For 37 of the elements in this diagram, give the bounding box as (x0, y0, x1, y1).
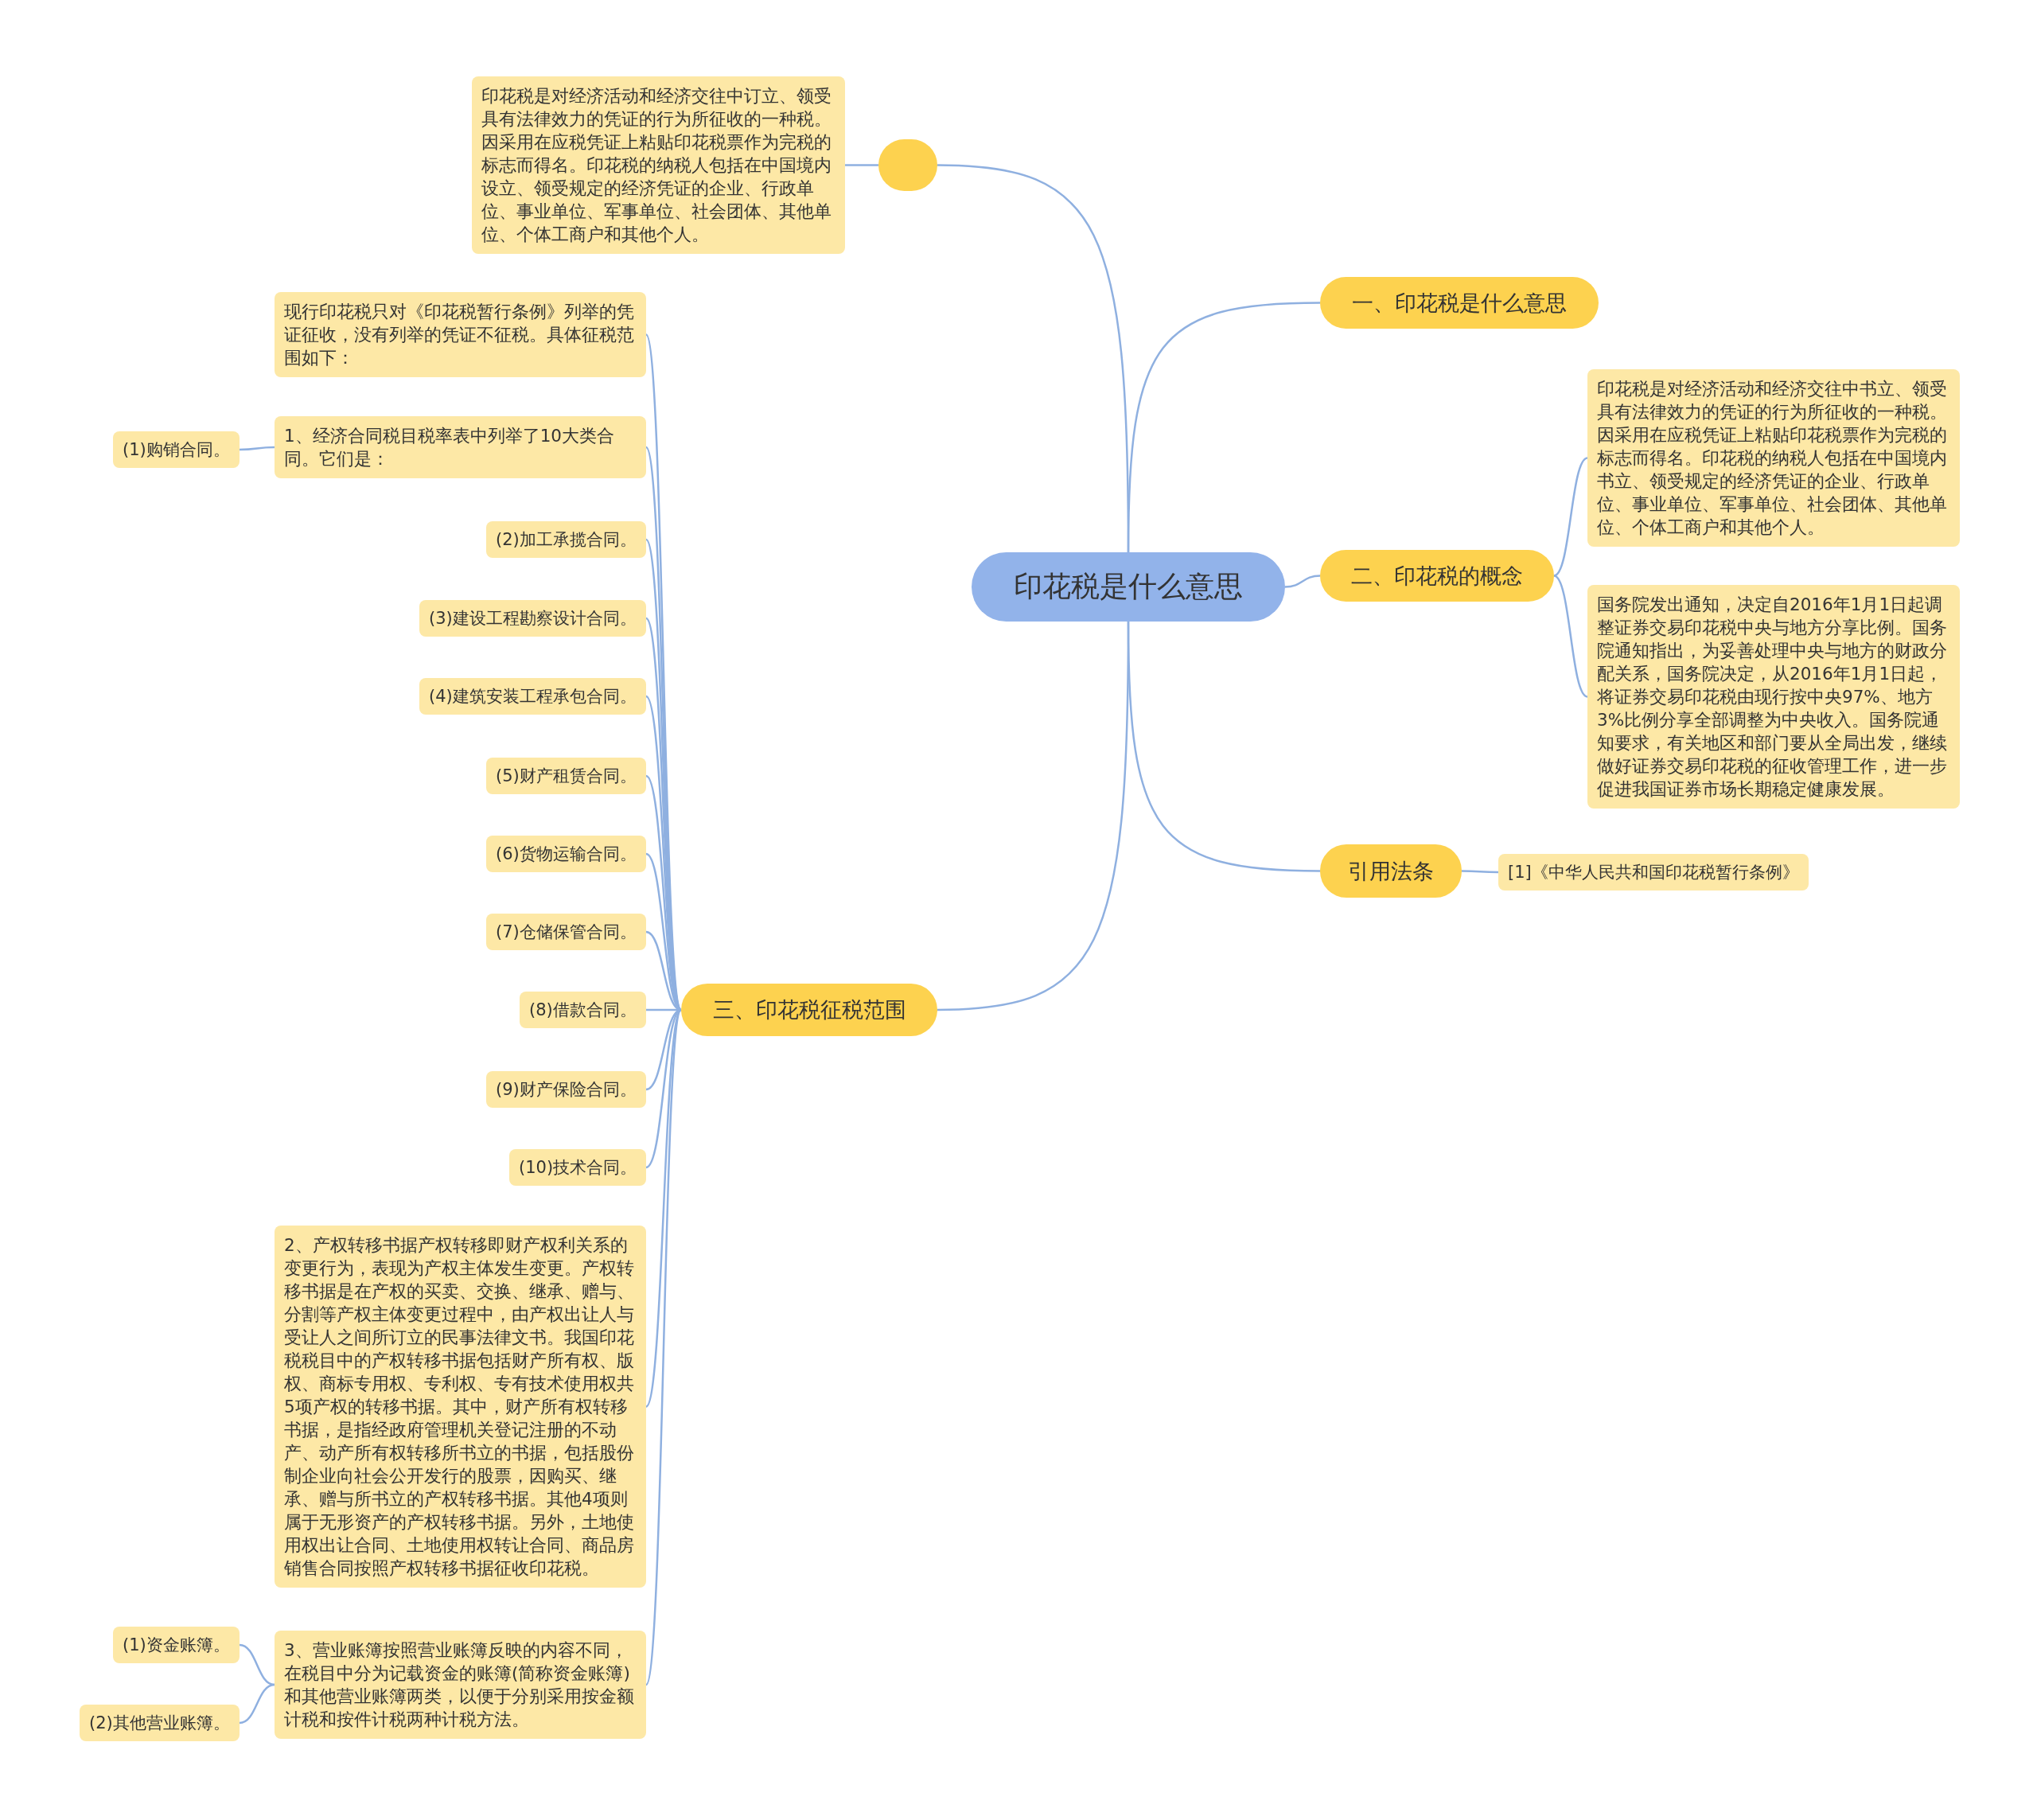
leaf-topic-box: (8)借款合同。 (520, 992, 646, 1028)
leaf-topic-box: (1)购销合同。 (113, 431, 240, 468)
connector (240, 446, 275, 451)
leaf-topic-box: (4)建筑安装工程承包合同。 (419, 678, 646, 715)
branch-topic-box: 三、印花税征税范围 (681, 984, 937, 1036)
leaf-topic-box: (5)财产租赁合同。 (486, 758, 646, 794)
note-box: 1、经济合同税目税率表中列举了10大类合同。它们是： (275, 416, 646, 478)
note-box: 3、营业账簿按照营业账簿反映的内容不同，在税目中分为记载资金的账簿(简称资金账簿)和其他营业账簿两类，以便于分别采用按金额计税和按件计税两种计税方法。 (275, 1631, 646, 1739)
connector (1284, 575, 1321, 588)
connector (1553, 575, 1588, 698)
leaf-topic-box: (1)资金账簿。 (113, 1627, 240, 1663)
leaf-topic-box: (7)仓储保管合同。 (486, 914, 646, 950)
branch-topic-box: 二、印花税的概念 (1320, 550, 1554, 602)
connector (1127, 302, 1321, 552)
connector (1462, 870, 1498, 874)
leaf-topic-box: [1]《中华人民共和国印花税暂行条例》 (1498, 854, 1809, 891)
leaf-topic-box: (2)其他营业账簿。 (80, 1705, 240, 1741)
leaf-topic-box: (3)建设工程勘察设计合同。 (419, 600, 646, 637)
leaf-topic-box: (9)财产保险合同。 (486, 1071, 646, 1108)
leaf-topic-box: (6)货物运输合同。 (486, 836, 646, 872)
note-box: 现行印花税只对《印花税暂行条例》列举的凭证征收，没有列举的凭证不征税。具体征税范围如下： (275, 292, 646, 377)
branch-topic-box: 一、印花税是什么意思 (1320, 277, 1599, 329)
central-topic-box: 印花税是什么意思 (972, 552, 1285, 622)
connector (645, 1009, 683, 1408)
connector (645, 1009, 683, 1686)
connector (239, 1683, 275, 1725)
note-box: 印花税是对经济活动和经济交往中订立、领受具有法律效力的凭证的行为所征收的一种税。因采用在应税凭证上粘贴印花税票作为完税的标志而得名。印花税的纳税人包括在中国境内设立、领受规定的经济凭证的企业、行政单位、事业单位、军事单位、社会团体、其他单位、个体工商户和其他个人。 (472, 76, 845, 254)
connector (937, 622, 1130, 1011)
note-box: 印花税是对经济活动和经济交往中书立、领受具有法律效力的凭证的行为所征收的一种税。因采用在应税凭证上粘贴印花税票作为完税的标志而得名。印花税的纳税人包括在中国境内书立、领受规定的经济凭证的企业、行政单位、事业单位、军事单位、社会团体、其他单位、个体工商户和其他个人。 (1587, 369, 1960, 547)
connector (845, 164, 878, 166)
connector (239, 1643, 275, 1686)
note-box: 国务院发出通知，决定自2016年1月1日起调整证券交易印花税中央与地方分享比例。国务院通知指出，为妥善处理中央与地方的财政分配关系，国务院决定，从2016年1月1日起，将证券交易印花税由现行按中央97%、地方3%比例分享全部调整为中央收入。国务院通知要求，有关地区和部门要从全局出发，继续做好证券交易印花税的征收管理工作，进一步促进我国证券市场长期稳定健康发展。 (1587, 585, 1960, 809)
leaf-topic-box: (10)技术合同。 (509, 1149, 647, 1186)
connector (1553, 457, 1588, 577)
branch-topic-box: 引用法条 (1320, 844, 1462, 898)
leaf-topic-box: (2)加工承揽合同。 (486, 521, 646, 558)
note-box: 2、产权转移书据产权转移即财产权利关系的变更行为，表现为产权主体发生变更。产权转移书据是在产权的买卖、交换、继承、赠与、分割等产权主体变更过程中，由产权出让人与受让人之间所订立的民事法律文书。我国印花税税目中的产权转移书据包括财产所有权、版权、商标专用权、专利权、专有技术使用权共5项产权的转移书据。其中，财产所有权转移书据，是指经政府管理机关登记注册的不动产、动产所有权转移所书立的书据，包括股份制企业向社会公开发行的股票，因购买、继承、赠与所书立的产权转移书据。其他4项则属于无形资产的产权转移书据。另外，土地使用权出让合同、土地使用权转让合同、商品房销售合同按照产权转移书据征收印花税。 (275, 1226, 646, 1588)
